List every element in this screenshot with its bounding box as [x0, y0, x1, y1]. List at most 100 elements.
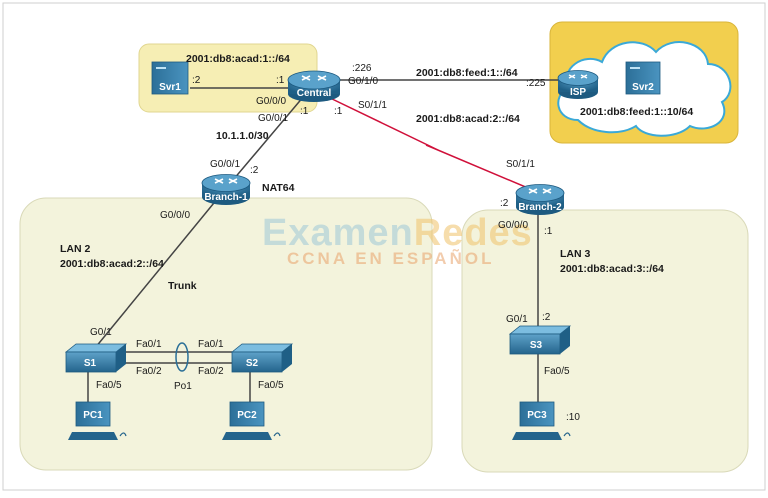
- s3-fa05-label: Fa0/5: [544, 366, 570, 377]
- serial-network-label: 2001:db8:acad:2::/64: [416, 113, 520, 125]
- router-top-branch1: [201, 174, 251, 192]
- lan2-title: LAN 2: [60, 243, 90, 255]
- router-branch2[interactable]: Branch-2: [515, 184, 565, 216]
- router-top-branch2: [515, 184, 565, 202]
- links: [87, 79, 563, 402]
- pc-monitor-icon: [75, 401, 111, 427]
- central-g001-host-label: :1: [300, 106, 309, 117]
- watermark-line1a: Examen: [262, 212, 414, 254]
- switch-top-s2: [230, 343, 294, 353]
- server-slot: [630, 67, 640, 69]
- central-s011-host-label: :1: [334, 106, 343, 117]
- watermark-line2: CCNA EN ESPAÑOL: [287, 248, 494, 268]
- switch-top-s1: [64, 343, 128, 353]
- router-arrows-icon: [568, 74, 588, 79]
- pc-monitor-icon: [519, 401, 555, 427]
- central-s011-label: S0/1/1: [358, 100, 387, 111]
- router-label-branch1: Branch-1: [204, 192, 248, 203]
- router-label-isp: ISP: [570, 87, 586, 98]
- router-isp[interactable]: ISP: [557, 70, 599, 100]
- nat64-label: NAT64: [262, 182, 295, 194]
- isp-host-label: :225: [526, 78, 546, 89]
- central-g000-host-label: :1: [276, 75, 285, 86]
- s1-fa05-label: Fa0/5: [96, 380, 122, 391]
- server-network-label: 2001:db8:acad:1::/64: [186, 53, 290, 65]
- switch-s2[interactable]: S2: [230, 343, 294, 373]
- router-arrows-icon: [301, 75, 327, 81]
- pc-pc1[interactable]: PC1: [68, 401, 127, 440]
- etherchannel-po1-ring: [175, 342, 189, 372]
- switch-label-s2: S2: [246, 358, 259, 369]
- router-label-branch2: Branch-2: [518, 202, 562, 213]
- central-g010-label: G0/1/0: [348, 76, 378, 87]
- s1-fa02-label: Fa0/2: [136, 366, 162, 377]
- branch2-g000-host-label: :1: [544, 226, 553, 237]
- switch-s3[interactable]: S3: [508, 325, 572, 355]
- s2-fa01-label: Fa0/1: [198, 339, 224, 350]
- router-top-central: [287, 70, 341, 90]
- pc-mouse-icon: [563, 432, 571, 437]
- server-svr1[interactable]: Svr1: [151, 61, 189, 95]
- pc-label-pc2: PC2: [237, 410, 257, 421]
- po1-label: Po1: [174, 381, 192, 392]
- central-g010-host-label: :226: [352, 63, 372, 74]
- branch1-g001-label: G0/0/1: [210, 159, 240, 170]
- s1-g01-label: G0/1: [90, 327, 112, 338]
- lan3-title: LAN 3: [560, 248, 590, 260]
- pc-keyboard-icon: [68, 432, 118, 440]
- branch2-host-label: :2: [500, 198, 509, 209]
- svg-text:ExamenRedes: ExamenRedes: [262, 212, 533, 254]
- central-g001-label: G0/0/1: [258, 113, 288, 124]
- lan2-network-label: 2001:db8:acad:2::/64: [60, 258, 164, 270]
- watermark: ExamenRedes CCNA EN ESPAÑOL: [262, 212, 533, 268]
- server-slot: [156, 67, 166, 69]
- central-g000-label: G0/0/0: [256, 96, 286, 107]
- router-arrows-icon: [214, 178, 238, 184]
- pc-pc3[interactable]: PC3: [512, 401, 571, 440]
- pc-mouse-icon: [119, 432, 127, 437]
- switch-side-s1: [116, 344, 126, 372]
- switch-label-s3: S3: [530, 340, 543, 351]
- s1-fa01-label: Fa0/1: [136, 339, 162, 350]
- lan3-network-label: 2001:db8:acad:3::/64: [560, 263, 664, 275]
- link-central-branch1: [232, 95, 305, 181]
- isp-link-network-label: 2001:db8:feed:1::/64: [416, 67, 518, 79]
- pc-label-pc3: PC3: [527, 410, 547, 421]
- isp-lan-network-label: 2001:db8:feed:1::10/64: [580, 106, 693, 118]
- trunk-label: Trunk: [168, 280, 197, 292]
- link-branch1-s1-trunk: [94, 197, 219, 349]
- link-central-branch2-serial: [327, 96, 536, 192]
- branch1-g001-host-label: :2: [250, 165, 259, 176]
- pc-label-pc1: PC1: [83, 410, 103, 421]
- pc-pc2[interactable]: PC2: [222, 401, 281, 440]
- pc-keyboard-icon: [512, 432, 562, 440]
- s3-host-label: :2: [542, 312, 551, 323]
- server-label-svr1: Svr1: [159, 82, 181, 93]
- server-label-svr2: Svr2: [632, 82, 654, 93]
- central-branch1-network-label: 10.1.1.0/30: [216, 130, 269, 142]
- svr1-host-label: :2: [192, 75, 201, 86]
- branch2-g000-label: G0/0/0: [498, 220, 528, 231]
- router-branch1[interactable]: Branch-1: [201, 174, 251, 206]
- pc3-host-label: :10: [566, 412, 580, 423]
- router-arrows-icon: [528, 188, 552, 194]
- s2-fa02-label: Fa0/2: [198, 366, 224, 377]
- switch-top-s3: [508, 325, 572, 335]
- s2-fa05-label: Fa0/5: [258, 380, 284, 391]
- router-central[interactable]: Central: [287, 70, 341, 102]
- router-top-isp: [557, 70, 599, 86]
- pc-monitor-icon: [229, 401, 265, 427]
- switch-side-s3: [560, 326, 570, 354]
- branch2-s011-label: S0/1/1: [506, 159, 535, 170]
- server-svr2[interactable]: Svr2: [625, 61, 661, 95]
- pc-keyboard-icon: [222, 432, 272, 440]
- switch-s1[interactable]: S1: [64, 343, 128, 373]
- branch1-g000-label: G0/0/0: [160, 210, 190, 221]
- switch-label-s1: S1: [84, 358, 97, 369]
- s3-g01-label: G0/1: [506, 314, 528, 325]
- watermark-line1b: Redes: [414, 212, 533, 254]
- pc-mouse-icon: [273, 432, 281, 437]
- switch-side-s2: [282, 344, 292, 372]
